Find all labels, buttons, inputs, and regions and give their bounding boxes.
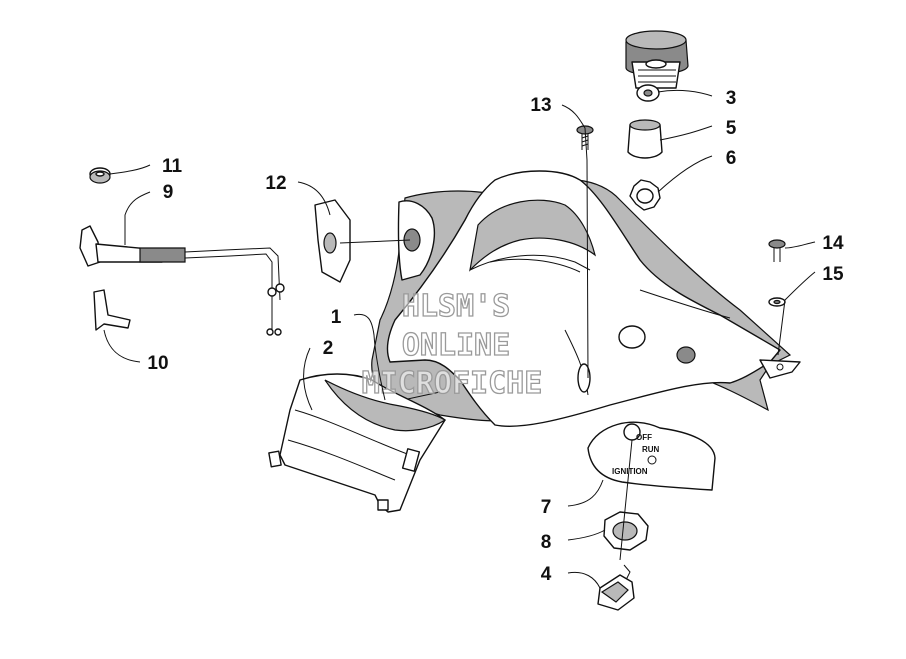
watermark-line-3: MICROFICHE xyxy=(362,366,543,401)
callout-13: 13 xyxy=(530,95,551,116)
part-1-handlebar-pod xyxy=(371,170,801,427)
part-11-bushing xyxy=(89,167,111,184)
callout-7: 7 xyxy=(541,497,552,518)
decal-ignition-label: IGNITION xyxy=(612,467,648,476)
callout-15: 15 xyxy=(822,264,844,285)
callout-8: 8 xyxy=(541,532,552,553)
part-4-key xyxy=(597,564,635,611)
part-12-boot xyxy=(314,199,351,283)
watermark-line-2: ONLINE xyxy=(402,328,510,363)
callout-labels: 1 2 3 4 5 6 7 8 9 10 11 12 13 14 15 xyxy=(147,88,844,585)
watermark: HLSM'S ONLINE MICROFICHE xyxy=(361,288,543,401)
callout-10: 10 xyxy=(147,353,168,374)
part-10-lever xyxy=(93,289,131,331)
part-14-screw xyxy=(768,239,786,262)
part-2-lower-cover xyxy=(268,373,447,513)
callout-6: 6 xyxy=(726,148,737,169)
callout-2: 2 xyxy=(323,338,334,359)
part-3-ignition-switch xyxy=(625,30,689,102)
callout-11: 11 xyxy=(162,156,183,177)
part-7-ignition-decal: OFF RUN IGNITION xyxy=(587,421,716,491)
callout-9: 9 xyxy=(163,182,174,203)
watermark-line-1: HLSM'S xyxy=(402,289,510,324)
callout-1: 1 xyxy=(331,307,342,328)
part-9-throttle-lever xyxy=(79,225,285,336)
callout-14: 14 xyxy=(822,233,844,254)
callout-12: 12 xyxy=(265,173,286,194)
decal-run-label: RUN xyxy=(642,445,660,454)
callout-3: 3 xyxy=(726,88,737,109)
part-15-washer xyxy=(768,297,786,307)
part-5-sleeve xyxy=(627,119,663,159)
part-8-nut xyxy=(603,511,649,551)
callout-4: 4 xyxy=(541,564,552,585)
part-6-lock-nut xyxy=(629,179,661,211)
leader-lines xyxy=(103,89,816,589)
decal-off-label: OFF xyxy=(636,433,652,442)
callout-5: 5 xyxy=(726,118,737,139)
